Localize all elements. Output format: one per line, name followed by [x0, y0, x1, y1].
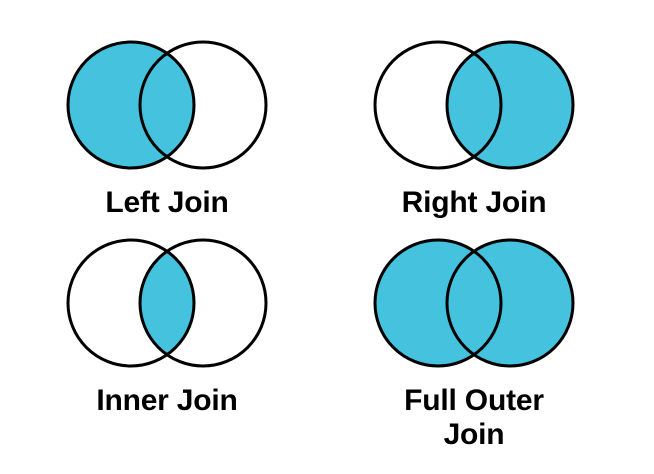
join-label-right-join: Right Join	[401, 186, 547, 219]
venn-circle-right	[447, 240, 573, 366]
join-cell-full-outer-join[interactable]: Full Outer Join	[319, 232, 629, 451]
venn-intersection	[140, 42, 194, 168]
join-label-left-join: Left Join	[105, 186, 229, 219]
venn-inner-join	[12, 232, 322, 374]
venn-circle-left-outline	[66, 40, 196, 170]
venn-circle-left-outline	[373, 40, 503, 170]
venn-circle-left-outline	[373, 238, 503, 368]
venn-intersection	[140, 240, 194, 366]
venn-intersection	[447, 42, 501, 168]
venn-svg-inner-join	[66, 238, 268, 368]
venn-svg-full-outer-join	[373, 238, 575, 368]
venn-circle-left-outline	[66, 238, 196, 368]
venn-full-outer-join	[319, 232, 629, 374]
venn-circle-right-outline	[138, 238, 268, 368]
join-cell-left-join[interactable]: Left Join	[12, 34, 322, 220]
join-cell-inner-join[interactable]: Inner Join	[12, 232, 322, 418]
venn-circle-right-outline	[138, 40, 268, 170]
venn-svg-right-join	[373, 40, 575, 170]
venn-circle-right-outline	[445, 40, 575, 170]
join-cell-right-join[interactable]: Right Join	[319, 34, 629, 220]
venn-svg-left-join	[66, 40, 268, 170]
join-label-inner-join: Inner Join	[96, 384, 238, 417]
venn-left-join	[12, 34, 322, 176]
venn-circle-right-outline	[445, 238, 575, 368]
join-label-full-outer-join: Full Outer Join	[404, 384, 544, 451]
venn-right-join	[319, 34, 629, 176]
